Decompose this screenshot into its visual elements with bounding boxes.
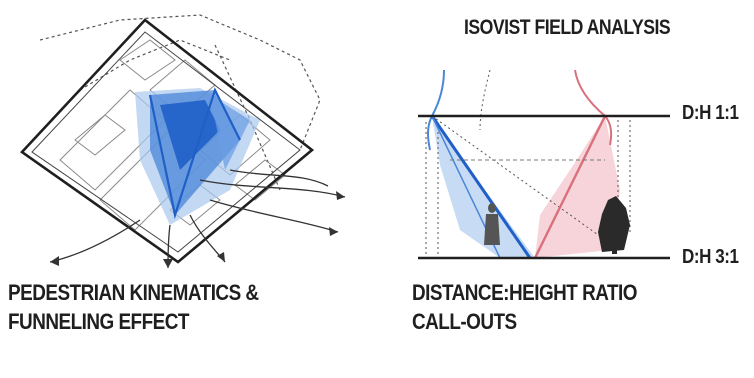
pedestrian-figure (484, 203, 500, 245)
left-caption-line2: FUNNELING EFFECT (8, 309, 189, 334)
dashed-outlines (39, 14, 321, 191)
blue-isovist-fill (432, 116, 535, 258)
left-caption-line1: PEDESTRIAN KINEMATICS & (8, 280, 259, 305)
isovist-panel: ISOVIST FIELD ANALYSIS (380, 0, 754, 378)
ratio-label-bottom: D:H 3:1 (682, 246, 739, 268)
isovist-title: ISOVIST FIELD ANALYSIS (464, 16, 671, 39)
ratio-label-top: D:H 1:1 (682, 102, 739, 124)
right-caption: DISTANCE:HEIGHT RATIO CALL-OUTS (412, 278, 637, 336)
red-isovist-fill (535, 116, 620, 258)
tree-figure (598, 196, 630, 254)
pedestrian-kinematics-panel: PEDESTRIAN KINEMATICS & FUNNELING EFFECT (0, 0, 370, 378)
movement-arrows (49, 169, 346, 269)
left-caption: PEDESTRIAN KINEMATICS & FUNNELING EFFECT (8, 278, 259, 336)
funnel-shapes (135, 87, 260, 225)
right-caption-line2: CALL-OUTS (412, 309, 517, 334)
arrow-heads (50, 191, 345, 268)
site-boundary (20, 18, 315, 264)
pedestrian-plan-diagram (20, 14, 346, 269)
right-caption-line1: DISTANCE:HEIGHT RATIO (412, 280, 637, 305)
isovist-section-diagram (418, 69, 670, 260)
